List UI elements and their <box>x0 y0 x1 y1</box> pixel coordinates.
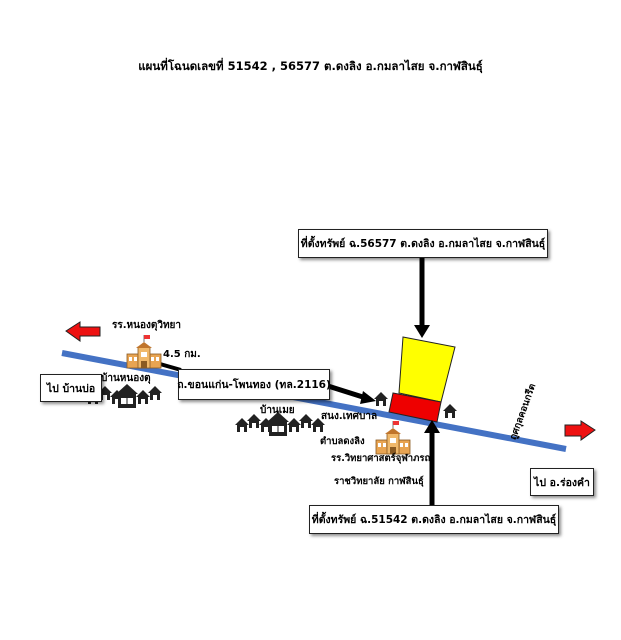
callout-property-56577: ที่ตั้งทรัพย์ ฉ.56577 ต.ดงลิง อ.กมลาไสย … <box>298 229 548 258</box>
house-icon <box>443 404 457 418</box>
pointer-road-name-head <box>360 391 376 404</box>
label-school-right: รร.วิทยาศาสตร์จุฬาภรณ <box>331 453 434 464</box>
pointer-top-head <box>414 325 430 338</box>
property-plot-51542 <box>388 392 442 423</box>
callout-to-rong-kham: ไป อ.ร่องคำ <box>530 468 594 496</box>
callout-property-51542: ที่ตั้งทรัพย์ ฉ.51542 ต.ดงลิง อ.กมลาไสย … <box>309 505 559 534</box>
callout-road-name: ถ.ขอนแก่น-โพนทอง (ทล.2116) <box>177 369 331 400</box>
label-village-mid: บ้านเมย <box>260 405 295 416</box>
label-subdistrict: ตำบลดงลิง <box>320 436 365 447</box>
school-building-icon <box>375 420 411 455</box>
red-arrow-right-icon <box>564 420 596 441</box>
red-arrow-left-icon <box>65 321 101 342</box>
pointer-road-name <box>327 383 367 401</box>
property-plot-56577 <box>398 336 456 403</box>
page-title: แผนที่โฉนดเลขที่ 51542 , 56577 ต.ดงลิง อ… <box>138 59 483 73</box>
pointer-bottom-head <box>424 420 440 433</box>
pointer-distance <box>159 362 182 372</box>
label-distance: 4.5 กม. <box>163 349 201 360</box>
label-college: ราชวิทยาลัย กาฬสินธุ์ <box>334 476 424 487</box>
house-cluster-icon <box>86 384 162 408</box>
house-icon <box>374 392 388 406</box>
label-village-left: บ้านหนองตุ <box>101 373 151 384</box>
house-cluster-icon <box>235 412 325 436</box>
label-school-left: รร.หนองตุวิทยา <box>112 320 182 331</box>
school-building-icon <box>126 334 162 369</box>
main-road <box>61 350 567 452</box>
callout-to-ban-bo: ไป บ้านบ่อ <box>40 374 102 402</box>
label-health-office: สนง.เทศบาล <box>321 411 378 422</box>
